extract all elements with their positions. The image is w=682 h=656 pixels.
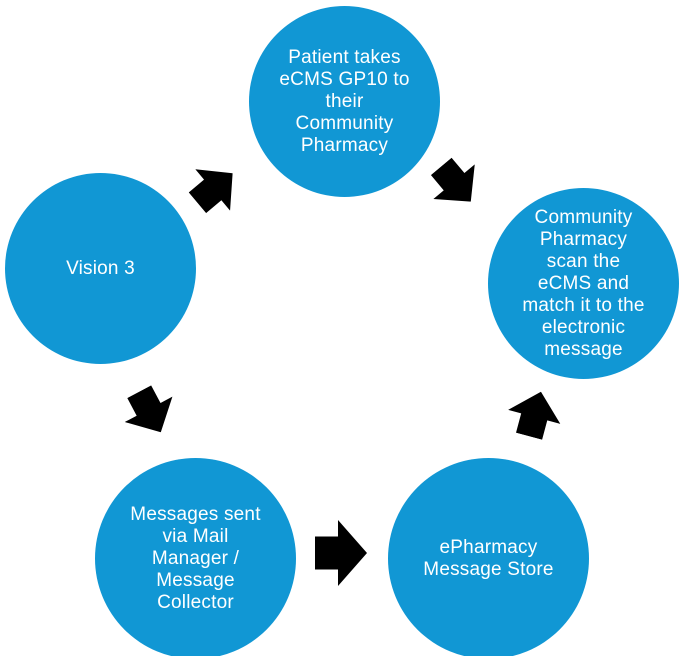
node-community-pharmacy-scan: Community Pharmacy scan the eCMS and mat… — [488, 188, 679, 379]
right-arrow-icon — [315, 520, 367, 586]
node-messages-sent-via-mail: Messages sent via Mail Manager / Message… — [95, 458, 296, 656]
down-arrow-icon — [115, 379, 184, 445]
node-epharmacy-message-store: ePharmacy Message Store — [388, 458, 589, 656]
node-label: Patient takes eCMS GP10 to their Communi… — [279, 46, 410, 156]
up-right-arrow-icon — [180, 153, 250, 224]
down-right-arrow-icon — [421, 149, 492, 219]
node-label: Messages sent via Mail Manager / Message… — [130, 503, 261, 613]
node-vision-3: Vision 3 — [5, 173, 196, 364]
node-label: Vision 3 — [66, 257, 135, 279]
node-label: Community Pharmacy scan the eCMS and mat… — [522, 206, 645, 360]
up-arrow-icon — [503, 385, 567, 443]
node-patient-takes-ecms: Patient takes eCMS GP10 to their Communi… — [249, 6, 440, 197]
node-label: ePharmacy Message Store — [423, 536, 554, 580]
